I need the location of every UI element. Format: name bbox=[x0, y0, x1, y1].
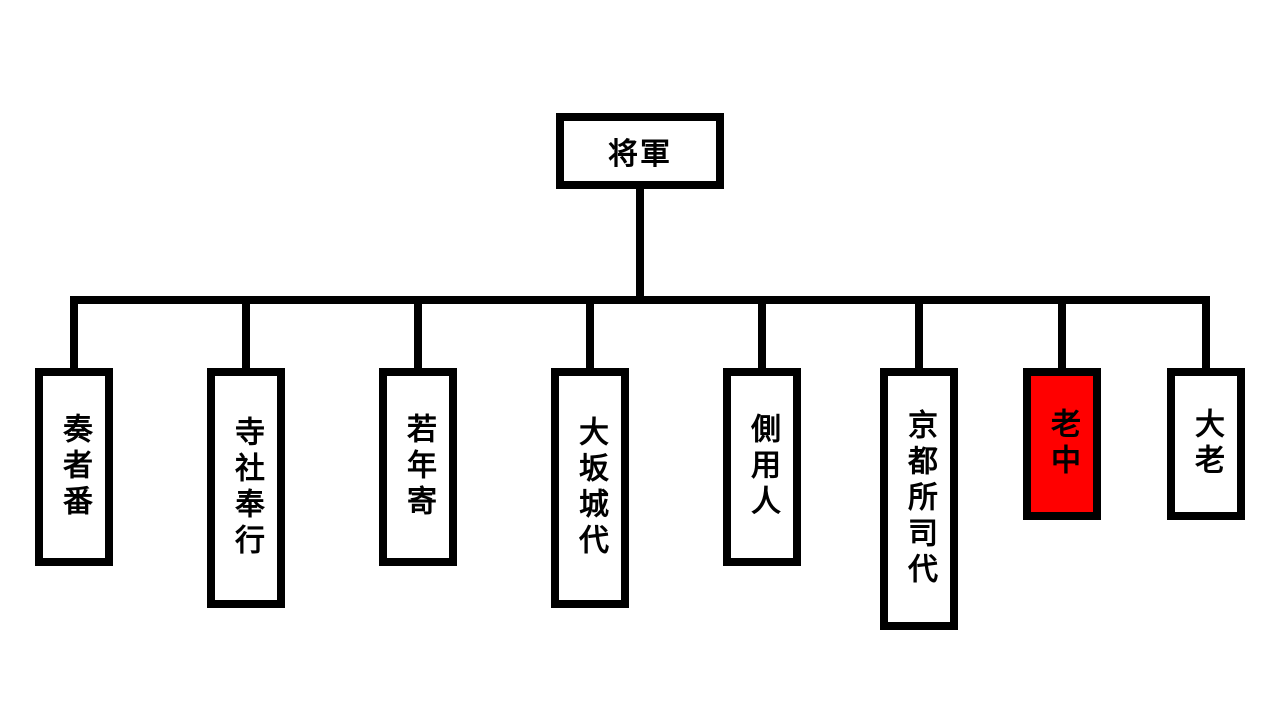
child-node-label: 側用人 bbox=[745, 413, 780, 521]
child-node-label: 大老 bbox=[1189, 408, 1224, 480]
child-node-label: 京都所司代 bbox=[902, 409, 937, 589]
child-node-sojaban: 奏者番 bbox=[35, 368, 113, 566]
child-node-osaka-jodai: 大坂城代 bbox=[551, 368, 629, 608]
child-node-kyoto-shoshidai: 京都所司代 bbox=[880, 368, 958, 630]
child-node-label: 奏者番 bbox=[57, 413, 92, 521]
root-node-shogun: 将軍 bbox=[556, 113, 724, 189]
child-node-wakadoshiyori: 若年寄 bbox=[379, 368, 457, 566]
child-node-roju-highlighted: 老中 bbox=[1023, 368, 1101, 520]
child-node-label: 老中 bbox=[1045, 408, 1080, 480]
root-node-label: 将軍 bbox=[608, 137, 672, 172]
child-node-label: 大坂城代 bbox=[573, 416, 608, 560]
child-node-tairo: 大老 bbox=[1167, 368, 1245, 520]
child-node-jisha-bugyo: 寺社奉行 bbox=[207, 368, 285, 608]
child-node-label: 寺社奉行 bbox=[229, 416, 264, 560]
child-node-sobayonin: 側用人 bbox=[723, 368, 801, 566]
child-node-label: 若年寄 bbox=[401, 413, 436, 521]
